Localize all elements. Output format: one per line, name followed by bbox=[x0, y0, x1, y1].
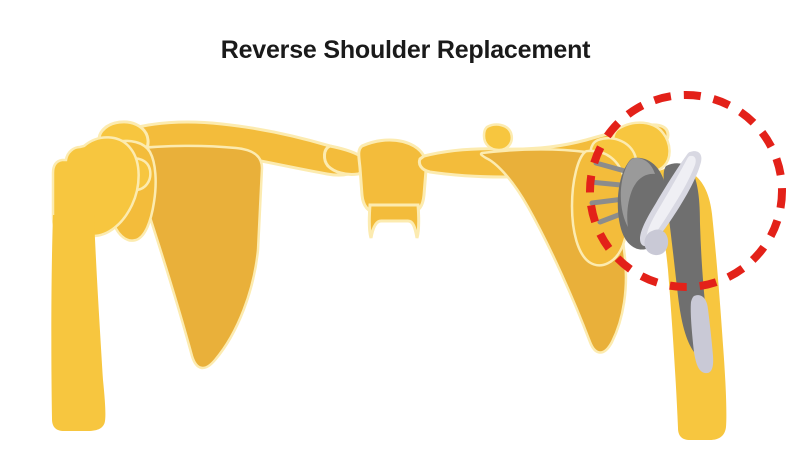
humeral-cup-highlight bbox=[646, 155, 696, 239]
left-humerus-shaft bbox=[51, 215, 106, 431]
sternum-body bbox=[367, 203, 421, 239]
page-title: Reverse Shoulder Replacement bbox=[220, 36, 591, 64]
glenosphere-highlight bbox=[620, 157, 655, 227]
manubrium bbox=[357, 138, 428, 215]
highlight-circle bbox=[586, 91, 786, 291]
sternum-left-clavicle-link bbox=[323, 144, 369, 176]
left-shoulder-group bbox=[51, 120, 359, 431]
humeral-cup-neck bbox=[644, 229, 669, 256]
right-clavicle-bump bbox=[482, 123, 513, 152]
right-shoulder-group bbox=[479, 121, 727, 440]
humeral-stem-shaft bbox=[690, 295, 714, 374]
